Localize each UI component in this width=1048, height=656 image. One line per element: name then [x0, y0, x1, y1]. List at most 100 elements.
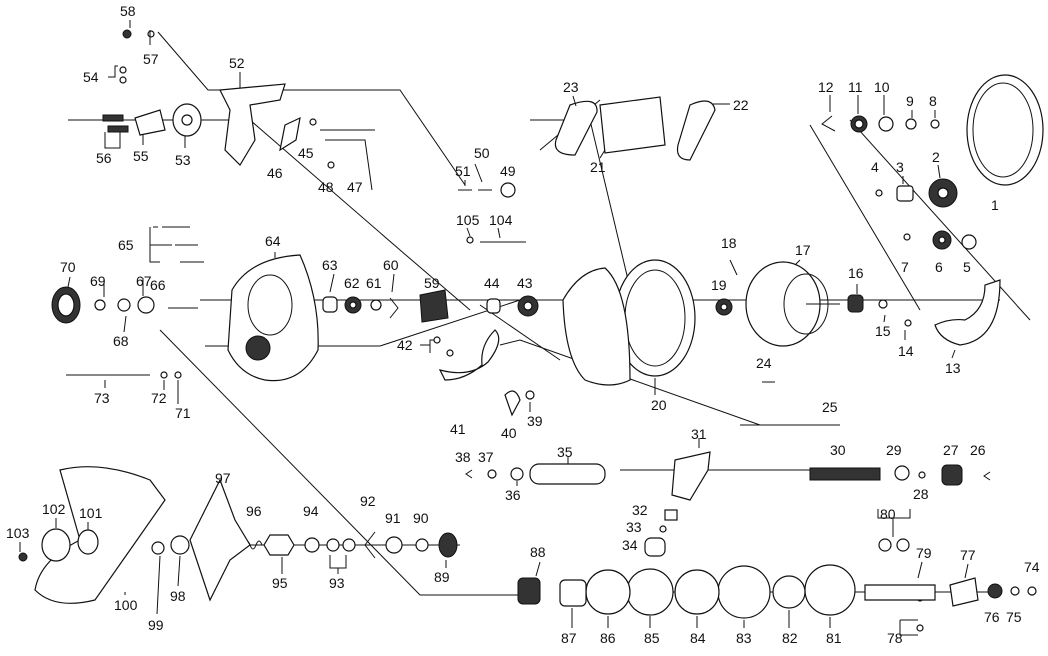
- label-2: 2: [932, 149, 940, 165]
- label-75: 75: [1006, 609, 1022, 625]
- label-11: 11: [848, 79, 863, 95]
- label-81: 81: [826, 630, 842, 646]
- label-15: 15: [875, 323, 891, 339]
- label-78: 78: [887, 630, 903, 646]
- part-23-grip: [554, 100, 598, 156]
- label-83: 83: [736, 630, 752, 646]
- label-30: 30: [830, 442, 846, 458]
- label-55: 55: [133, 148, 149, 164]
- label-13: 13: [945, 360, 961, 376]
- label-3: 3: [896, 159, 904, 175]
- label-27: 27: [943, 442, 959, 458]
- label-101: 101: [79, 505, 103, 521]
- label-57: 57: [143, 51, 159, 67]
- label-64: 64: [265, 233, 281, 249]
- part-77-plate: [949, 577, 979, 607]
- label-52: 52: [229, 55, 245, 71]
- label-61: 61: [366, 275, 382, 291]
- part-88-nut: [517, 577, 541, 605]
- label-103: 103: [6, 525, 30, 541]
- label-79: 79: [916, 545, 932, 561]
- label-19: 19: [711, 277, 727, 293]
- label-8: 8: [929, 93, 937, 109]
- label-32: 32: [632, 502, 648, 518]
- label-93: 93: [329, 575, 345, 591]
- label-88: 88: [530, 544, 546, 560]
- label-100: 100: [114, 597, 138, 613]
- part-21-bar: [599, 96, 666, 154]
- label-71: 71: [175, 405, 191, 421]
- label-25: 25: [822, 399, 838, 415]
- label-96: 96: [246, 503, 262, 519]
- label-59: 59: [424, 275, 440, 291]
- part-64-side-plate: [227, 254, 319, 382]
- label-24: 24: [756, 355, 772, 371]
- label-94: 94: [303, 503, 319, 519]
- label-53: 53: [175, 152, 191, 168]
- label-68: 68: [113, 333, 129, 349]
- label-62: 62: [344, 275, 360, 291]
- label-26: 26: [970, 442, 986, 458]
- label-1: 1: [991, 197, 999, 213]
- label-34: 34: [622, 537, 638, 553]
- part-3-sleeve: [896, 185, 914, 202]
- parts: [18, 29, 1044, 632]
- label-20: 20: [651, 397, 667, 413]
- label-7: 7: [901, 259, 909, 275]
- label-76: 76: [984, 609, 1000, 625]
- part-side-frame: [562, 267, 631, 386]
- label-74: 74: [1024, 559, 1040, 575]
- label-85: 85: [644, 630, 660, 646]
- label-35: 35: [557, 444, 573, 460]
- label-51: 51: [455, 163, 471, 179]
- label-33: 33: [626, 519, 642, 535]
- label-18: 18: [721, 235, 737, 251]
- label-97: 97: [215, 470, 231, 486]
- label-46: 46: [267, 165, 283, 181]
- label-leaders: [19, 20, 969, 636]
- label-5: 5: [963, 259, 971, 275]
- label-82: 82: [782, 630, 798, 646]
- label-98: 98: [170, 588, 186, 604]
- label-67: 67: [136, 273, 152, 289]
- label-58: 58: [120, 3, 136, 19]
- label-36: 36: [505, 487, 521, 503]
- label-12: 12: [818, 79, 834, 95]
- label-21: 21: [590, 159, 606, 175]
- label-54: 54: [83, 69, 99, 85]
- part-52-bracket: [219, 83, 286, 166]
- label-9: 9: [906, 93, 914, 109]
- label-28: 28: [913, 486, 929, 502]
- label-42: 42: [397, 337, 413, 353]
- label-49: 49: [500, 163, 516, 179]
- label-90: 90: [413, 510, 429, 526]
- label-99: 99: [148, 617, 164, 633]
- part-81-star: [804, 564, 856, 616]
- label-86: 86: [600, 630, 616, 646]
- part-5-nut: [961, 234, 977, 250]
- label-38: 38: [455, 449, 471, 465]
- label-105: 105: [456, 212, 480, 228]
- part-16-nut: [847, 294, 864, 313]
- label-14: 14: [898, 343, 914, 359]
- label-95: 95: [272, 575, 288, 591]
- label-4: 4: [871, 159, 879, 175]
- label-37: 37: [478, 449, 494, 465]
- part-83-main-gear: [717, 565, 771, 619]
- label-104: 104: [489, 212, 513, 228]
- label-87: 87: [561, 630, 577, 646]
- label-22: 22: [733, 97, 749, 113]
- label-17: 17: [795, 242, 811, 258]
- label-41: 41: [450, 421, 466, 437]
- label-65: 65: [118, 237, 134, 253]
- label-39: 39: [527, 413, 543, 429]
- part-41-plate: [438, 329, 500, 381]
- label-23: 23: [563, 79, 579, 95]
- label-16: 16: [848, 265, 864, 281]
- label-31: 31: [691, 426, 707, 442]
- part-97-star-drag: [189, 478, 251, 602]
- label-77: 77: [960, 547, 976, 563]
- label-10: 10: [874, 79, 890, 95]
